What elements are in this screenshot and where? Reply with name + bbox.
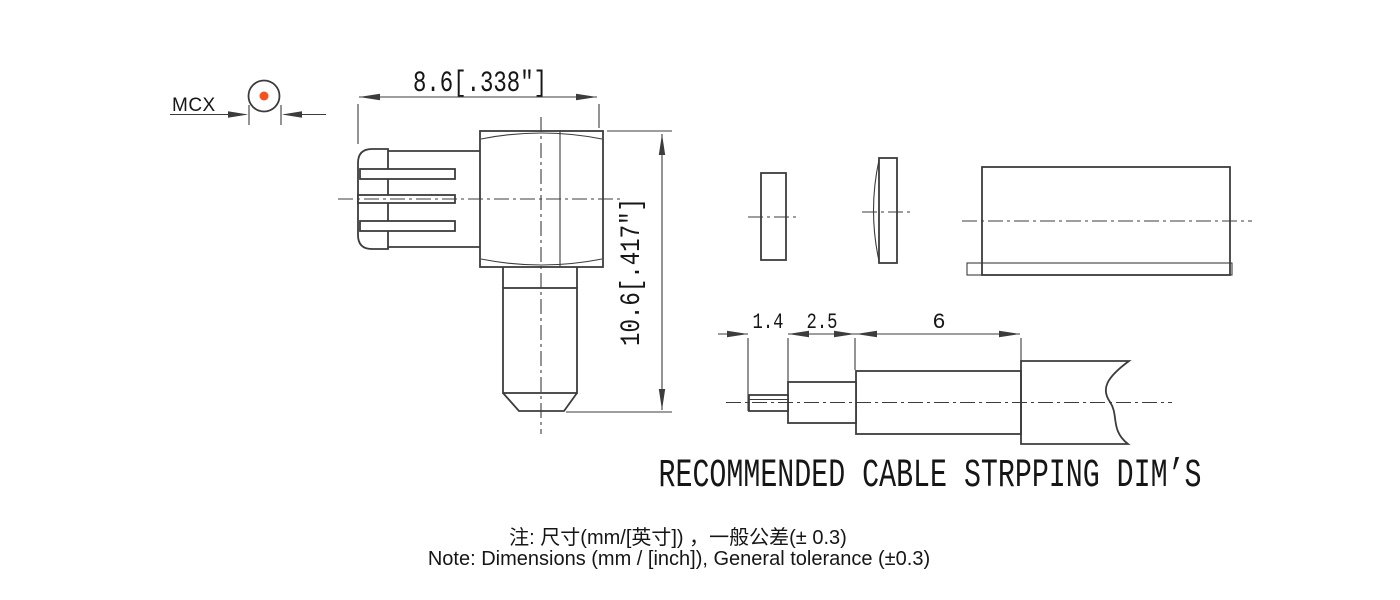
note-zh: 注: 尺寸(mm/[英寸]) ，一般公差(± 0.3) — [509, 526, 847, 549]
strip-dimensions: 1.4 2.5 6 — [718, 310, 1022, 411]
mcx-symbol: MCX — [170, 79, 326, 125]
mcx-center-dot — [259, 91, 269, 101]
dimension-width-label: 8.6[.338″] — [413, 67, 547, 101]
strip-dim-6: 6 — [932, 310, 945, 335]
part-cable-tube — [962, 166, 1252, 276]
note-en: Note: Dimensions (mm / [inch]), General … — [428, 548, 930, 570]
connector-contact-pins — [357, 168, 456, 232]
dimension-height: 10.6[.417″] — [566, 130, 672, 413]
connector-taper — [502, 392, 578, 412]
part-center-contact — [748, 172, 798, 261]
mcx-label: MCX — [172, 95, 216, 116]
connector-side-view — [338, 117, 624, 434]
dimension-width: 8.6[.338″] — [357, 67, 600, 144]
dimension-height-label: 10.6[.417″] — [617, 198, 648, 346]
strip-title: RECOMMENDED CABLE STRPPING DIM’S — [659, 454, 1202, 499]
strip-dim-1-4: 1.4 — [753, 310, 784, 335]
part-crimp-ferrule — [862, 157, 914, 264]
connector-knurl-barrel — [502, 287, 578, 394]
strip-dim-2-5: 2.5 — [807, 310, 838, 335]
strip-diagram: 1.4 2.5 6 — [718, 310, 1172, 445]
connector-flange — [357, 148, 389, 250]
mcx-left-arrow-icon — [228, 111, 248, 118]
mcx-right-arrow-icon — [282, 111, 302, 118]
